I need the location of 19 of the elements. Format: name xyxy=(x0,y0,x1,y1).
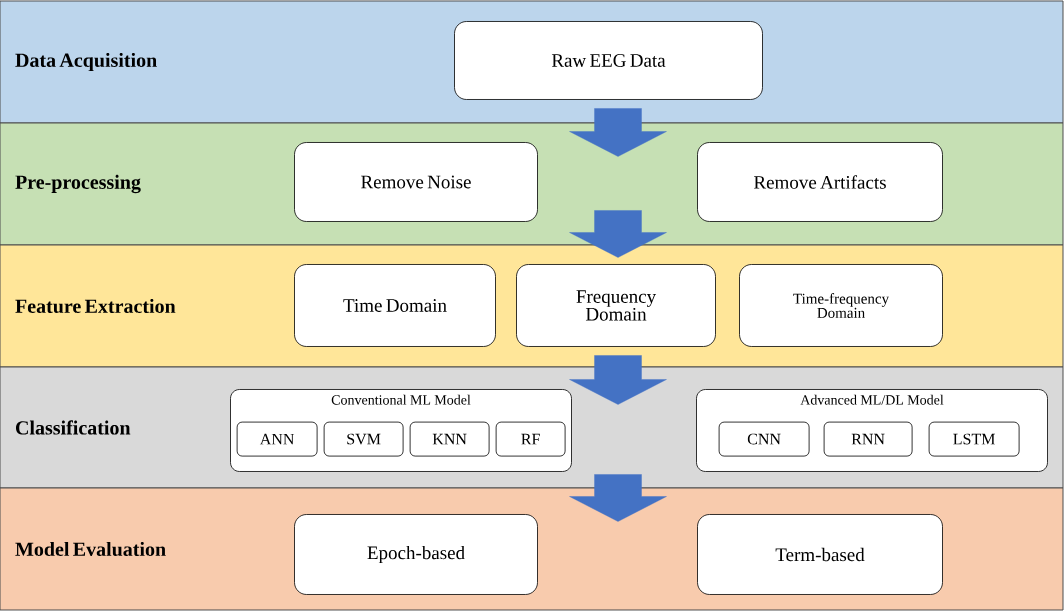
model-box: CNN xyxy=(718,421,810,457)
process-box: Raw EEG Data xyxy=(454,21,763,100)
process-box: Frequency Domain xyxy=(516,264,716,347)
model-box: LSTM xyxy=(928,421,1020,457)
block-arrow xyxy=(569,210,667,258)
model-box: ANN xyxy=(236,421,318,457)
process-box: Term-based xyxy=(697,514,943,595)
process-box: Time-frequency Domain xyxy=(739,264,943,347)
process-box: Remove Noise xyxy=(294,142,538,222)
model-box: RF xyxy=(495,421,566,457)
process-box: Remove Artifacts xyxy=(697,142,943,222)
block-arrow xyxy=(569,474,667,522)
model-box: RNN xyxy=(823,421,913,457)
model-box: KNN xyxy=(409,421,490,457)
block-arrow xyxy=(569,355,667,405)
process-box: Time Domain xyxy=(294,264,496,347)
process-box: Epoch-based xyxy=(294,514,538,595)
model-box: SVM xyxy=(323,421,404,457)
block-arrow xyxy=(569,108,667,157)
